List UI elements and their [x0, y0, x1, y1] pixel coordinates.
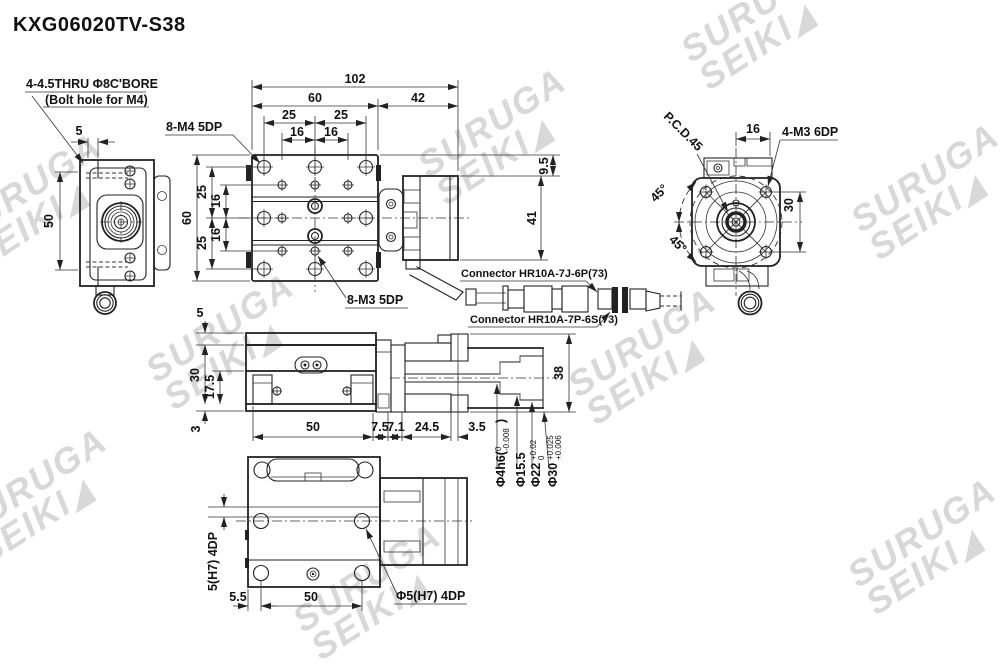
coupling-block-section — [404, 333, 469, 413]
dim-v16-top: 16 — [209, 194, 223, 208]
svg-text:Φ30: Φ30 — [546, 463, 560, 487]
corner-screws — [698, 184, 774, 260]
label-phi5-pin: Φ5(H7) 4DP — [396, 589, 465, 603]
dim-50-section: 50 — [306, 420, 320, 434]
svg-text:0: 0 — [537, 455, 546, 460]
svg-text:+0.006: +0.006 — [554, 435, 563, 460]
dim-17-5: 17.5 — [203, 375, 217, 399]
left-side-view: 4-4.5THRU Φ8C'BORE (Bolt hole for M4) 5 … — [25, 77, 171, 315]
top-housing — [703, 157, 773, 179]
dim-7-5: 7.5 — [371, 420, 388, 434]
dim-5-left-view: 5 — [76, 124, 83, 138]
callout-phi30: Φ30 +0.025 +0.006 — [546, 435, 563, 487]
dim-30-section: 30 — [188, 368, 202, 382]
screw-heads — [124, 165, 136, 282]
dim-3-5: 3.5 — [468, 420, 485, 434]
label-bolt-hole-line1: 4-4.5THRU Φ8C'BORE — [26, 77, 158, 91]
m3-tapped-holes — [276, 179, 354, 257]
section-view: 5 30 17.5 3 50 7.5 7.1 24.5 3.5 — [188, 306, 576, 487]
svg-text:Φ15.5: Φ15.5 — [514, 452, 528, 487]
label-8-m3: 8-M3 5DP — [347, 293, 403, 307]
bottom-view: 5(H7) 4DP 5.5 50 Φ5(H7) 4DP — [206, 456, 472, 611]
dim-24-5: 24.5 — [415, 420, 439, 434]
dim-30-face: 30 — [782, 198, 796, 212]
motor-cable — [405, 259, 464, 301]
dim-45-bottom: 45° — [666, 233, 689, 256]
dim-v25-bottom: 25 — [195, 236, 209, 250]
dim-25-right: 25 — [334, 108, 348, 122]
dim-16-right: 16 — [324, 125, 338, 139]
svg-text:+0.025: +0.025 — [546, 435, 555, 460]
coupling-housing — [378, 188, 418, 252]
label-connector-plug: Connector HR10A-7J-6P(73) — [461, 268, 608, 280]
dim-50-bottom: 50 — [304, 590, 318, 604]
hollow-shaft-section — [390, 347, 558, 409]
svg-text:Φ4h6(: Φ4h6( — [494, 450, 508, 487]
svg-text:): ) — [494, 419, 508, 423]
dim-9-5: 9.5 — [537, 157, 551, 174]
dim-5-5: 5.5 — [229, 590, 246, 604]
label-4-m3: 4-M3 6DP — [782, 125, 838, 139]
dim-60: 60 — [308, 91, 322, 105]
motor-body — [402, 175, 459, 261]
drawing-title: KXG06020TV-S38 — [13, 14, 186, 36]
dim-5-section: 5 — [197, 306, 204, 320]
bottom-housing — [705, 265, 769, 316]
svg-text:Φ22: Φ22 — [529, 463, 543, 487]
label-pin-groove: 5(H7) 4DP — [206, 532, 220, 591]
dim-41: 41 — [525, 211, 539, 225]
dim-45-top: 45° — [648, 182, 671, 205]
label-pcd: P.C.D.45 — [661, 109, 706, 154]
dim-102: 102 — [345, 72, 366, 86]
dim-16-face: 16 — [746, 122, 760, 136]
dim-16-left: 16 — [290, 125, 304, 139]
label-connector-socket: Connector HR10A-7P-6S(73) — [470, 314, 618, 326]
callout-phi4h6: Φ4h6( 0 -0.008 ) — [494, 419, 511, 487]
dim-50-left-view: 50 — [42, 214, 56, 228]
dim-25-left: 25 — [282, 108, 296, 122]
svg-text:-0.008: -0.008 — [502, 428, 511, 451]
dim-60-vertical: 60 — [180, 211, 194, 225]
svg-text:+0.02: +0.02 — [529, 439, 538, 460]
label-bolt-hole-line2: (Bolt hole for M4) — [45, 93, 148, 107]
cable-bushing-ring — [93, 291, 117, 315]
dim-38: 38 — [552, 366, 566, 380]
dim-7-1: 7.1 — [387, 420, 404, 434]
right-axial-view: 16 4-M3 6DP 30 P.C.D.45 45° 45° — [648, 109, 838, 316]
callout-phi15-5: Φ15.5 — [514, 452, 528, 487]
dim-42: 42 — [411, 91, 425, 105]
svg-text:0: 0 — [494, 446, 503, 451]
motor-bottom-view — [379, 477, 468, 566]
motor-mount-plates — [375, 339, 406, 413]
dim-v25-top: 25 — [195, 185, 209, 199]
connector-assembly: Connector HR10A-7J-6P(73) Connector HR10… — [460, 268, 682, 328]
label-8-m4: 8-M4 5DP — [166, 120, 222, 134]
callout-phi22: Φ22 +0.02 0 — [529, 439, 546, 487]
top-plan-view: 102 60 42 25 25 16 16 60 25 25 — [165, 72, 560, 309]
dim-3: 3 — [189, 425, 203, 432]
dim-v16-bottom: 16 — [209, 228, 223, 242]
